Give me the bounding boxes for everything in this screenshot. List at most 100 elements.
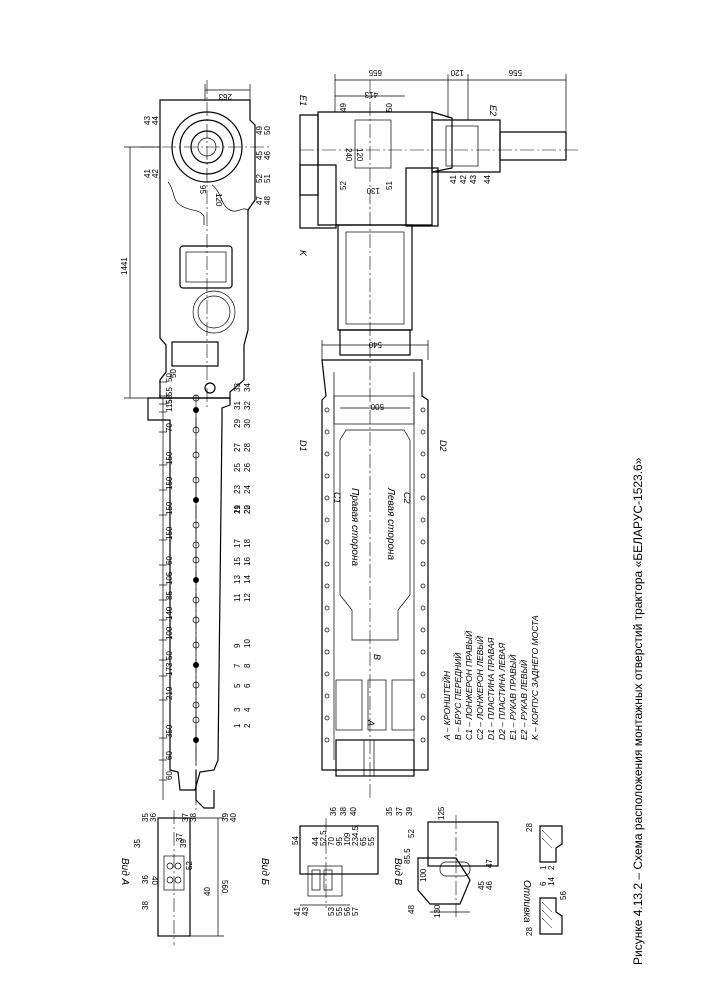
- view-labels: Вид А Вид Б Вид В Отливка 560 40: [119, 858, 532, 923]
- callout-number: 54: [291, 836, 300, 845]
- plan-hole: [420, 451, 426, 457]
- left-side-label: Левая сторона: [385, 487, 396, 561]
- callout-number: 35: [141, 813, 150, 822]
- plan-hole: [420, 517, 426, 523]
- callout-number: 39: [179, 839, 188, 848]
- rail-hole: [193, 737, 199, 743]
- side-dimension: 55: [165, 387, 174, 396]
- plan-hole: [324, 583, 330, 589]
- dimension-label: 85.5: [403, 848, 412, 864]
- dim-413: 413: [364, 90, 378, 99]
- dimension-label: 65: [359, 837, 368, 846]
- side-dimension: 70: [165, 423, 174, 432]
- plan-hole: [324, 737, 330, 743]
- callout-number: 51: [263, 174, 272, 183]
- dim-500: 500: [370, 402, 384, 411]
- side-dimension: 150: [165, 526, 174, 540]
- dimension-label: 28: [525, 927, 534, 936]
- callout-number: 48: [407, 905, 416, 914]
- callout-number: 44: [151, 116, 160, 125]
- legend-item: C1 – ЛОНЖЕРОН ПРАВЫЙ: [463, 630, 474, 740]
- side-dimension: 150: [165, 451, 174, 465]
- callout-number: 3: [233, 707, 242, 712]
- side-dimension: 210: [165, 686, 174, 700]
- plan-hole: [420, 473, 426, 479]
- view-a: [157, 810, 224, 945]
- rail-hole: [193, 662, 199, 668]
- callout-number: 39: [221, 813, 230, 822]
- plan-hole: [420, 671, 426, 677]
- side-dimension: 115: [165, 399, 174, 412]
- rail-hole: [192, 641, 200, 649]
- callout-number: 6: [243, 683, 252, 688]
- legend-item: C2 – ЛОНЖЕРОН ЛЕВЫЙ: [474, 635, 485, 740]
- otlivka-detail: [539, 825, 563, 935]
- callout-number: 35: [385, 807, 394, 816]
- plan-hole: [420, 539, 426, 545]
- rail-hole: [192, 681, 200, 689]
- plan-hole: [324, 495, 330, 501]
- view-a-dim-560: 560: [220, 880, 229, 894]
- rail-hole: [192, 616, 200, 624]
- callout-number: 32: [243, 401, 252, 410]
- callout-number: 8: [243, 663, 252, 668]
- side-dimension: 50: [165, 651, 174, 660]
- callout-number: 10: [243, 639, 252, 648]
- label-d2: D2: [438, 440, 448, 452]
- callout-number: 57: [351, 907, 360, 916]
- callout-number: 40: [349, 807, 358, 816]
- dimension-label: 234.5: [351, 825, 360, 846]
- dim-655: 655: [368, 68, 382, 77]
- callout-number: 19: [233, 505, 242, 514]
- callout-number: 35: [133, 839, 142, 848]
- dimension-label: 70: [327, 837, 336, 846]
- callout-number: 5: [233, 683, 242, 688]
- rail-hole: [193, 497, 199, 503]
- callout-number: 49: [339, 103, 348, 112]
- callout-number: 52: [407, 829, 416, 838]
- callout-number: 44: [483, 175, 492, 184]
- side-dimension: 60: [165, 771, 174, 780]
- right-side-label: Правая сторона: [349, 488, 360, 566]
- callout-number: 36: [141, 875, 150, 884]
- callout-number: 37: [395, 807, 404, 816]
- plan-hole: [420, 715, 426, 721]
- callout-number: 52: [339, 181, 348, 190]
- dim-50-upper: 50: [169, 369, 178, 378]
- callout-number: 20: [243, 505, 252, 514]
- plan-hole: [420, 605, 426, 611]
- callout-number: 14: [547, 877, 556, 886]
- side-dimension: 105: [165, 571, 174, 585]
- callout-number: 24: [243, 485, 252, 494]
- plan-hole: [420, 627, 426, 633]
- rail-hole: [192, 451, 200, 459]
- callout-number: 33: [233, 383, 242, 392]
- dim-130: 130: [366, 186, 380, 195]
- callout-number: 40: [229, 813, 238, 822]
- rail-holes: [192, 394, 200, 743]
- callout-number: 23: [233, 485, 242, 494]
- label-e1: E1: [298, 95, 308, 106]
- side-dimension: 140: [165, 606, 174, 620]
- dim-540: 540: [368, 340, 382, 349]
- callout-number: 31: [233, 401, 242, 410]
- callout-number: 38: [339, 807, 348, 816]
- plan-hole: [420, 737, 426, 743]
- rail-hole: [192, 556, 200, 564]
- legend-item: A – КРОНШТЕЙН: [441, 670, 452, 741]
- rail-hole: [192, 701, 200, 709]
- callout-number: 50: [385, 103, 394, 112]
- callout-number: 6: [539, 881, 548, 886]
- callout-number: 45: [477, 881, 486, 890]
- callout-number: 1: [233, 723, 242, 728]
- callout-number: 39: [405, 807, 414, 816]
- callout-number: 30: [243, 419, 252, 428]
- callout-number: 12: [243, 593, 252, 602]
- label-a: A: [366, 719, 376, 726]
- callout-number: 21: [233, 505, 242, 514]
- side-dimension: 350: [165, 724, 174, 738]
- callout-number: 48: [263, 196, 272, 205]
